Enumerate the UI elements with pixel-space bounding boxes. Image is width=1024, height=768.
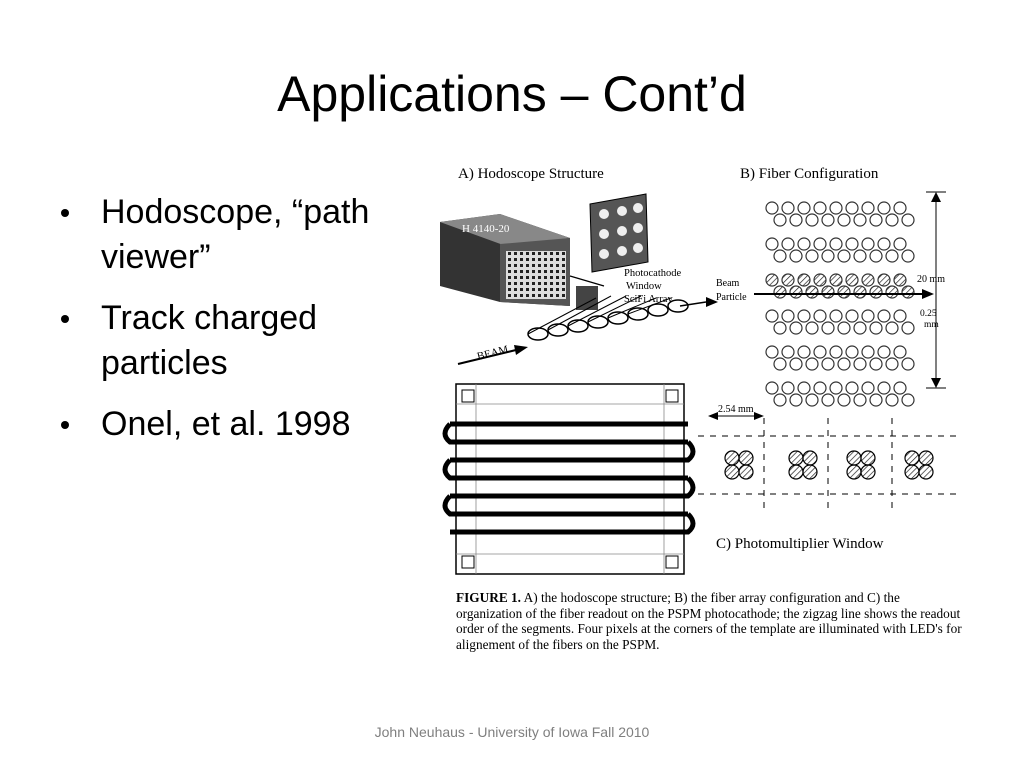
tube-model-label: H 4140-20	[462, 223, 510, 235]
bullet-item: Onel, et al. 1998	[55, 402, 415, 447]
beam-particle-label: Particle	[716, 292, 747, 303]
hodoscope-figure: A) Hodoscope Structure H 4140-20 Photoca…	[440, 166, 956, 575]
bullet-dot	[61, 315, 69, 323]
panel-a-label: A) Hodoscope Structure	[458, 166, 604, 182]
dimension-025: 0.25	[920, 309, 937, 319]
pixel-card	[589, 193, 649, 273]
readout-template	[442, 383, 696, 575]
bullet-item: Hodoscope, “path viewer”	[55, 190, 415, 280]
fiber-array	[765, 201, 915, 407]
panel-c-label: C) Photomultiplier Window	[716, 536, 884, 552]
fiber-bundle	[527, 299, 689, 341]
panel-b-label: B) Fiber Configuration	[740, 166, 879, 182]
beam-particle-label: Beam	[716, 278, 740, 289]
slide-footer: John Neuhaus - University of Iowa Fall 2…	[374, 724, 650, 740]
bullet-dot	[61, 209, 69, 217]
dimension-025-unit: mm	[924, 320, 939, 330]
photocathode-label: Photocathode	[624, 268, 681, 279]
caption-text: A) the hodoscope structure; B) the fiber…	[456, 590, 962, 652]
scifi-array-label: SciFi Array	[624, 294, 673, 305]
dimension-20mm: 20 mm	[917, 274, 945, 285]
photomultiplier-window: 2.54 mm C) Photomultiplier Window	[698, 404, 956, 552]
photomultiplier-tube: H 4140-20	[440, 214, 570, 306]
figure-caption: FIGURE 1. A) the hodoscope structure; B)…	[456, 590, 962, 652]
bullet-dot	[61, 421, 69, 429]
caption-prefix: FIGURE 1.	[456, 590, 522, 605]
bullet-item: Track charged particles	[55, 296, 415, 386]
slide-title: Applications – Cont’d	[277, 66, 747, 122]
dimension-254mm: 2.54 mm	[718, 404, 754, 415]
bullet-list: Hodoscope, “path viewer” Track charged p…	[55, 190, 415, 463]
window-label: Window	[626, 281, 662, 292]
